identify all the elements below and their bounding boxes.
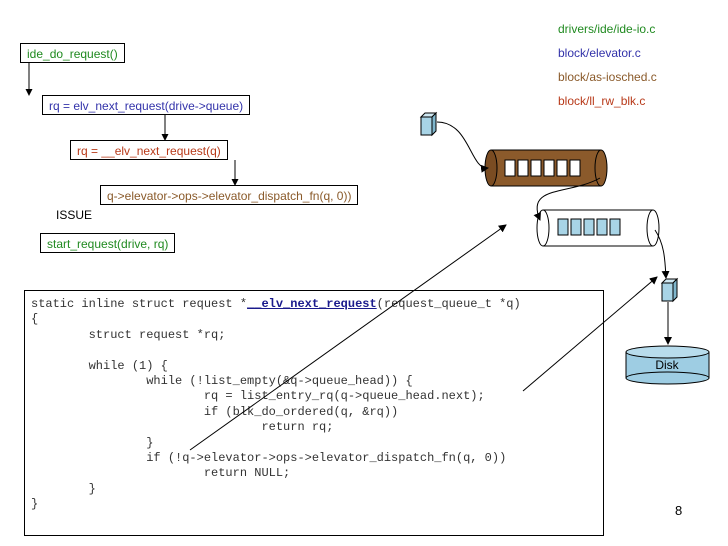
legend-ide-io: drivers/ide/ide-io.c [558,22,656,36]
arrow-code-to-request-block [522,276,658,392]
dispatch-queue-icon [536,209,660,247]
underscore-elv-next-request-box: rq = __elv_next_request(q) [70,140,228,160]
disk-icon [625,345,710,385]
arrow-code-to-dispatch-queue [189,224,507,451]
legend-elevator: block/elevator.c [558,46,641,60]
code-function-name: __elv_next_request [247,297,377,311]
request-block-right-icon [660,277,679,303]
start-request-box: start_request(drive, rq) [40,233,176,253]
legend-ll-rw-blk: block/ll_rw_blk.c [558,94,646,108]
legend-as-iosched: block/as-iosched.c [558,70,657,84]
elevator-dispatch-fn-box: q->elevator->ops->elevator_dispatch_fn(q… [100,185,359,205]
elv-next-request-box: rq = elv_next_request(drive->queue) [42,95,251,115]
ide-do-request-box: ide_do_request() [20,43,125,63]
code-body: { struct request *rq; while (1) { while … [31,312,507,512]
code-listing: static inline struct request *__elv_next… [24,290,604,536]
page-number: 8 [675,503,683,518]
request-block-icon [419,111,438,137]
arrow-request-to-brown-queue [436,121,489,173]
disk-label: Disk [655,358,679,372]
arrow-brown-to-dispatch-queue [533,177,601,221]
code-signature-prefix: static inline struct request * [31,297,248,311]
as-iosched-queue-icon [484,149,608,187]
code-signature-suffix: (request_queue_t *q) [376,297,521,311]
arrow-dispatch-to-request [654,229,670,279]
issue-label: ISSUE [56,208,93,222]
